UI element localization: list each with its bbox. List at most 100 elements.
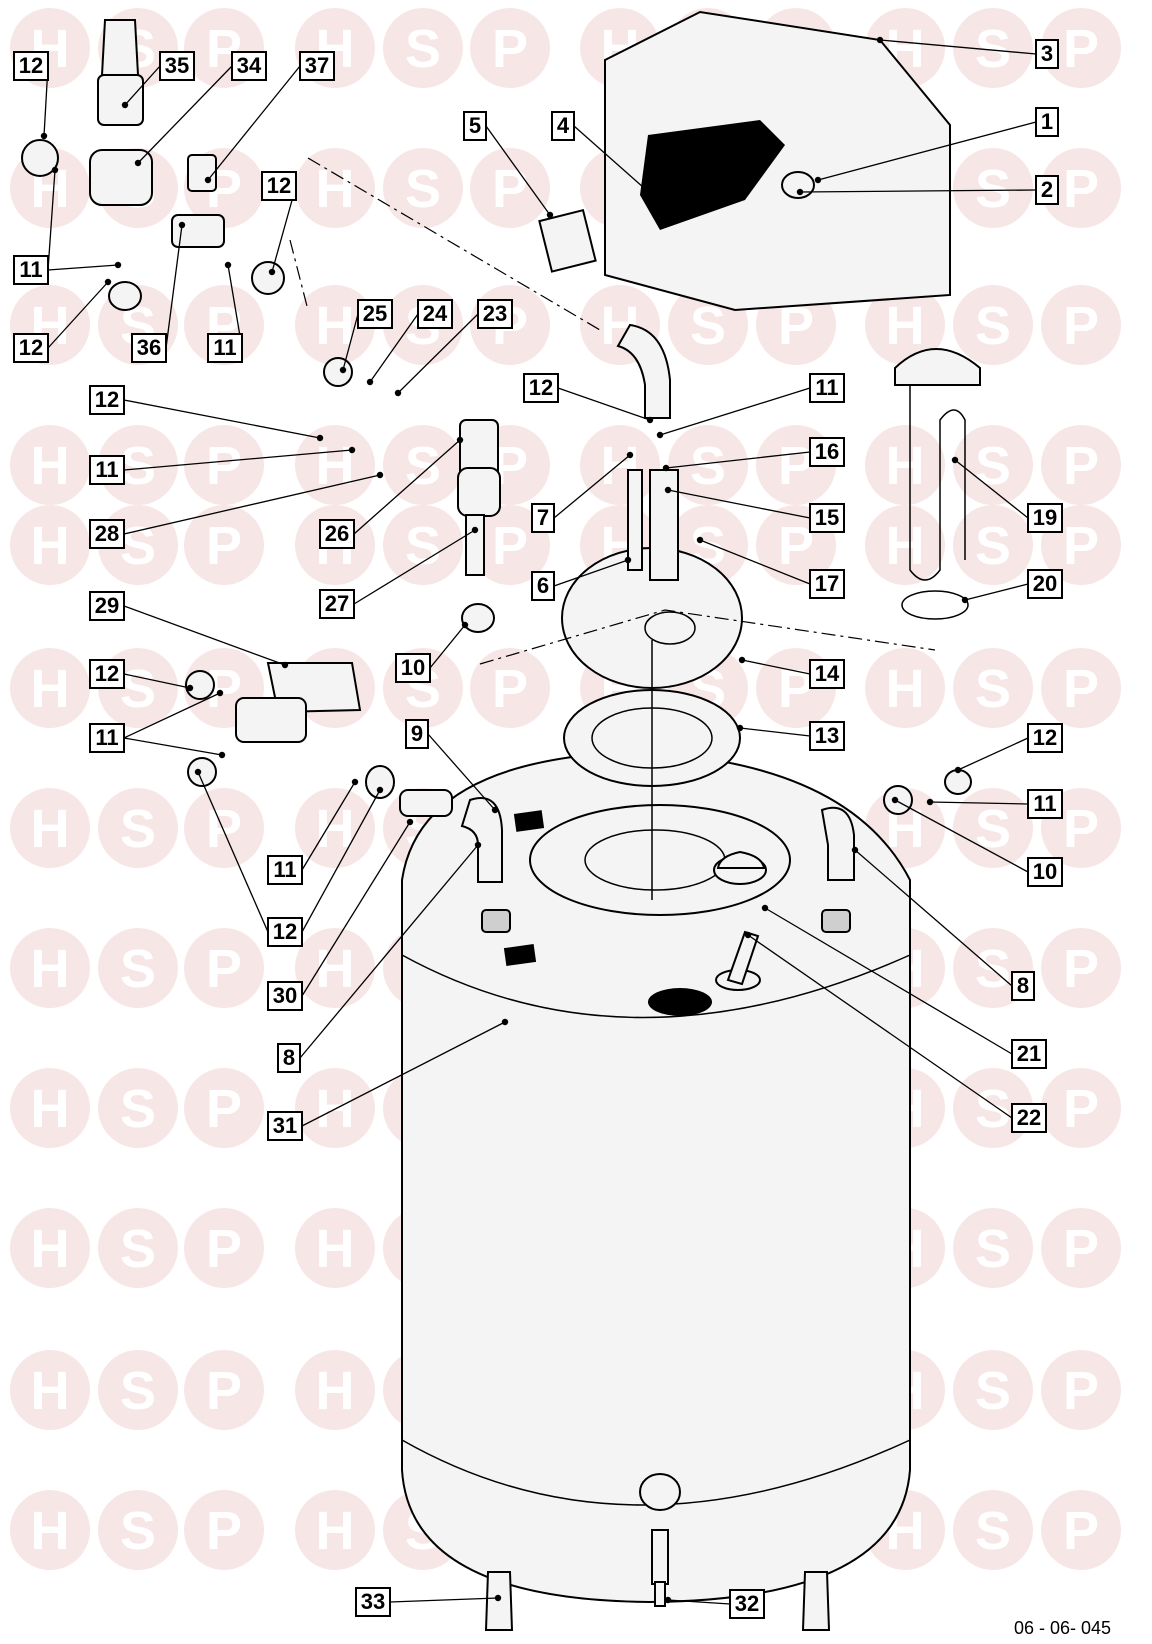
watermark-letter: S <box>975 1361 1011 1421</box>
callout-number: 31 <box>273 1113 297 1138</box>
centre-lines <box>289 157 936 665</box>
leader-line <box>817 121 1037 181</box>
watermark-letter: H <box>31 799 70 859</box>
watermark-letter: S <box>690 436 726 496</box>
callout-number: 9 <box>411 721 423 746</box>
leader-line <box>954 459 1029 519</box>
watermark-disc <box>295 1068 375 1148</box>
callout-box <box>1035 107 1059 137</box>
leader-dot <box>648 191 656 199</box>
leader-line <box>699 539 811 585</box>
leader-dot <box>501 1018 509 1026</box>
watermark-disc <box>470 505 550 585</box>
leader-dot <box>662 464 670 472</box>
callout-number: 8 <box>283 1045 295 1070</box>
part-callout-2: 2 <box>1035 175 1059 205</box>
callout-box <box>13 51 49 81</box>
callout-number: 23 <box>483 301 507 326</box>
leader-dot <box>626 451 634 459</box>
callout-box <box>1035 39 1059 69</box>
watermark-disc <box>1041 928 1121 1008</box>
watermark-disc <box>10 505 90 585</box>
watermark-letter: H <box>31 659 70 719</box>
leader-line <box>799 189 1037 193</box>
callout-number: 26 <box>325 521 349 546</box>
callout-box <box>1027 789 1063 819</box>
watermark-disc <box>98 1208 178 1288</box>
part-callout-11: 11 <box>207 333 243 363</box>
leader-dot <box>40 132 48 140</box>
part-callout-37: 37 <box>299 51 335 81</box>
watermark-letter: H <box>316 1501 355 1561</box>
watermark-disc <box>383 425 463 505</box>
watermark-letter: H <box>886 659 925 719</box>
watermark-letter: H <box>31 939 70 999</box>
watermark-disc <box>98 788 178 868</box>
leader-dot <box>546 211 554 219</box>
leader-dot <box>664 486 672 494</box>
leader-line <box>353 529 476 605</box>
leader-line <box>301 1021 506 1127</box>
callout-box <box>89 591 125 621</box>
part-callout-12: 12 <box>267 917 303 947</box>
part-callout-11: 11 <box>89 723 125 753</box>
leader-line <box>197 771 269 933</box>
part-callout-10: 10 <box>1027 857 1063 887</box>
callout-box <box>319 589 355 619</box>
part-callout-6: 6 <box>531 571 555 601</box>
watermark-disc <box>383 505 463 585</box>
callout-number: 16 <box>815 439 839 464</box>
watermark-letter: S <box>975 799 1011 859</box>
leader-line <box>667 1599 731 1605</box>
watermark-disc <box>865 505 945 585</box>
leader-line <box>854 849 1013 987</box>
callout-number: 12 <box>267 173 291 198</box>
watermark-disc <box>98 1350 178 1430</box>
leader-dot <box>104 278 112 286</box>
callout-number: 12 <box>529 375 553 400</box>
leader-line <box>929 801 1029 805</box>
callout-box <box>267 981 303 1011</box>
callout-box <box>299 51 335 81</box>
leader-line <box>299 844 479 1059</box>
watermark-disc <box>184 1490 264 1570</box>
part-callout-30: 30 <box>267 981 303 1011</box>
callout-box <box>809 569 845 599</box>
callout-box <box>463 111 487 141</box>
watermark-letter: S <box>120 659 156 719</box>
watermark-disc <box>953 1350 1033 1430</box>
callout-box <box>551 111 575 141</box>
watermark-letter: P <box>1063 296 1099 356</box>
watermark-disc <box>1041 425 1121 505</box>
watermark-disc <box>953 8 1033 88</box>
watermark-disc <box>953 788 1033 868</box>
callout-box <box>395 653 431 683</box>
watermark-letter: H <box>886 296 925 356</box>
watermark-disc <box>865 425 945 505</box>
watermark-letter: P <box>1063 1501 1099 1561</box>
callout-box <box>319 519 355 549</box>
leader-dot <box>738 656 746 664</box>
watermark-disc <box>10 1068 90 1148</box>
leader-dot <box>474 841 482 849</box>
watermark-disc <box>295 1350 375 1430</box>
callout-box <box>261 171 297 201</box>
drawing-reference: 06 - 06- 045 <box>1014 1618 1111 1638</box>
watermark-disc <box>1041 285 1121 365</box>
watermark-letter: P <box>1063 1361 1099 1421</box>
watermark-disc <box>1041 1350 1121 1430</box>
callout-number: 34 <box>237 53 262 78</box>
leader-line <box>137 65 233 164</box>
part-callout-28: 28 <box>89 519 125 549</box>
callout-number: 35 <box>165 53 189 78</box>
callout-box <box>1027 857 1063 887</box>
callout-box <box>89 659 125 689</box>
callout-number: 30 <box>273 983 297 1008</box>
watermark-letter: S <box>975 159 1011 219</box>
callout-number: 12 <box>1033 725 1057 750</box>
callout-number: 33 <box>361 1589 385 1614</box>
callout-box <box>267 855 303 885</box>
watermark-letter: S <box>405 19 441 79</box>
part-callout-11: 11 <box>89 455 125 485</box>
